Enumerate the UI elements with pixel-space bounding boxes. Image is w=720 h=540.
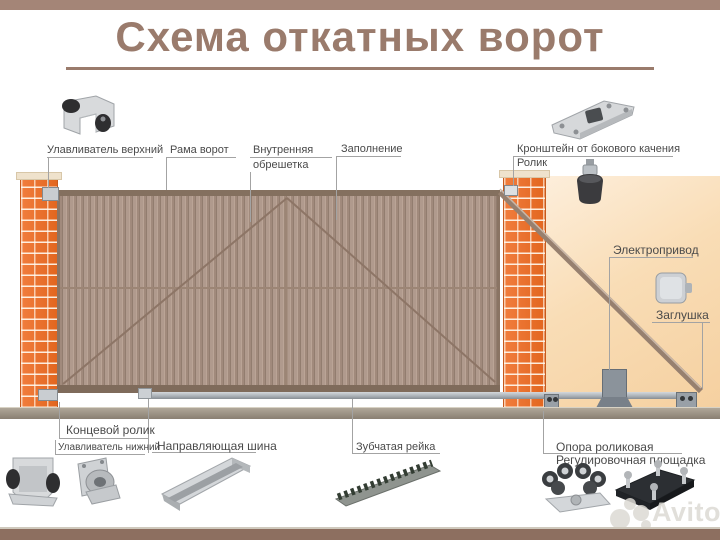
avito-logo-icon — [610, 498, 651, 530]
underline-upper-catcher — [47, 157, 153, 158]
leader-infill — [336, 157, 337, 220]
underline-gear-rack — [352, 453, 440, 454]
gate-infill-panel — [57, 196, 500, 385]
bottom-accent-bar — [0, 529, 720, 540]
leader-side-bracket — [513, 157, 514, 186]
underline-plug — [652, 322, 710, 323]
side-bracket-image — [551, 100, 635, 140]
leader-plug — [702, 323, 703, 389]
carriage-wheel — [547, 397, 552, 402]
underline-electric-drive — [609, 257, 693, 258]
ground-strip — [0, 407, 720, 419]
roller-support-image — [542, 463, 611, 513]
underline-end-roller — [59, 438, 148, 439]
end-roller-image — [77, 457, 121, 505]
callout-lower-catcher: Улавливатель нижний — [58, 442, 161, 453]
roller-image — [577, 159, 603, 204]
upper-catcher-mounted — [42, 187, 59, 201]
underline-side-bracket — [513, 156, 673, 157]
underline-inner-lattice — [250, 157, 332, 158]
left-pillar-cap — [16, 172, 62, 180]
callout-adjusting-plate: Регулировочная площадка — [556, 453, 706, 467]
callout-end-roller: Концевой ролик — [66, 423, 155, 437]
guide-rail-bar — [140, 392, 695, 399]
underline-roller-support — [543, 453, 682, 454]
underline-lower-catcher — [55, 454, 145, 455]
underline-guide-rail — [152, 452, 256, 453]
callout-electric-drive: Электропривод — [613, 243, 699, 257]
callout-inner-lattice-line2: обрешетка — [253, 159, 309, 171]
page-title: Схема откатных ворот — [115, 13, 605, 60]
upper-catcher-image — [62, 95, 115, 135]
carriage-wheel — [680, 396, 685, 401]
title-underline — [66, 67, 654, 70]
right-brick-pillar — [503, 178, 546, 408]
bottom-divider-line — [0, 527, 720, 529]
leader-roller-support — [543, 411, 544, 453]
callout-plug: Заглушка — [656, 308, 709, 322]
leader-gear-rack — [352, 399, 353, 453]
leader-electric-drive — [609, 258, 610, 370]
electric-drive-base — [596, 397, 633, 408]
callout-gate-frame: Рама ворот — [170, 144, 229, 156]
leader-gate-frame — [166, 158, 167, 190]
callout-side-bracket: Кронштейн от бокового качения — [517, 143, 681, 155]
callout-roller: Ролик — [517, 157, 548, 169]
callout-infill: Заполнение — [341, 143, 403, 155]
side-bracket-mounted — [504, 185, 518, 196]
rail-front-end — [138, 388, 152, 399]
left-brick-pillar — [20, 180, 58, 408]
guide-rail-image — [160, 457, 252, 511]
electric-drive-unit — [602, 369, 627, 398]
callout-gear-rack: Зубчатая рейка — [356, 441, 436, 453]
leader-lower-catcher — [55, 440, 56, 454]
callout-upper-catcher: Улавливатель верхний — [47, 144, 164, 156]
top-accent-bar — [0, 0, 720, 10]
lower-catcher-image — [6, 457, 60, 507]
underline-infill — [336, 156, 401, 157]
lower-catcher-mounted — [38, 389, 58, 401]
callout-inner-lattice-line1: Внутренняя — [253, 144, 314, 156]
leader-inner-lattice — [250, 172, 251, 222]
gate-top-frame — [57, 190, 500, 196]
watermark-brand-text: Avito — [652, 497, 720, 527]
callout-roller-support: Опора роликовая — [556, 440, 654, 454]
leader-end-roller — [59, 402, 60, 439]
gear-rack-image — [334, 459, 442, 507]
right-pillar-cap — [499, 170, 550, 178]
carriage-wheel — [553, 397, 558, 402]
leader-guide-rail — [148, 399, 149, 453]
leader-upper-catcher — [48, 158, 49, 188]
gate-bottom-frame — [57, 385, 500, 393]
underline-gate-frame — [166, 157, 236, 158]
carriage-wheel — [688, 396, 693, 401]
plug-image — [655, 272, 692, 304]
watermark: Avito — [608, 497, 720, 531]
callout-guide-rail: Направляющая шина — [157, 439, 277, 453]
